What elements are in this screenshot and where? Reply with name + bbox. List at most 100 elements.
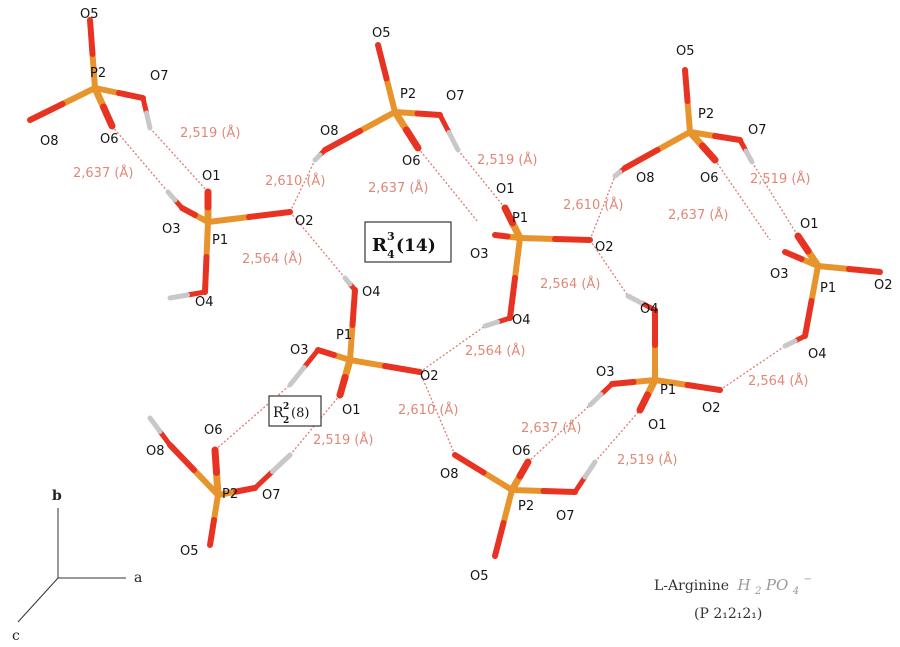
atom-label-o8: O8 <box>146 444 165 459</box>
atom-label-p2: P2 <box>400 87 416 102</box>
atom-label-o5: O5 <box>470 569 489 584</box>
atom-label-o2: O2 <box>295 214 314 229</box>
p2-o8-bond-d-o-half <box>167 442 197 473</box>
p2-o6-bond-d-p-half <box>213 469 222 499</box>
distance-label-o2-o4: 2,564 (Å) <box>748 373 808 389</box>
caption: L-Arginine H 2 PO 4 − (P 2₁2₁2₁) <box>654 574 812 622</box>
atom-label-o7: O7 <box>262 488 281 503</box>
distance-label-o7-o1: 2,519 (Å) <box>477 152 537 168</box>
atom-label-o1: O1 <box>496 182 515 197</box>
p2-o5-bond-b-o-half <box>375 42 390 82</box>
p1-o2-bond-a-p-half <box>205 214 252 225</box>
svg-text:3: 3 <box>387 230 395 243</box>
distance-label-o7-o1: 2,519 (Å) <box>617 452 677 468</box>
o7-h-bond-a-o-half <box>140 95 149 116</box>
p2-o5-bond-e-p-half <box>500 487 515 526</box>
p1-o1-bond-e-o-half <box>636 391 651 414</box>
p2-o7-bond-a-o-half <box>116 90 146 101</box>
svg-text:L-Arginine H 2: L-Arginine H 2 PO 4 − <box>654 574 812 598</box>
distance-label-o7-o1: 2,519 (Å) <box>313 432 373 448</box>
p1-o4-bond-b-o-half <box>507 275 518 321</box>
p1-o4-bond-a-o-half <box>202 254 210 295</box>
distance-label-o2-o4: 2,564 (Å) <box>242 251 302 267</box>
atom-label-o8: O8 <box>440 467 459 482</box>
p2-o8-bond-c-o-half <box>622 147 661 171</box>
p2-o6-bond-a-o-half <box>100 103 116 130</box>
p2-o8-bond-e-p-half <box>480 469 515 493</box>
svg-text:4: 4 <box>387 248 395 261</box>
b-axis-label: b <box>52 488 62 504</box>
distance-label-o8-o2: 2,610 (Å) <box>398 402 458 418</box>
distance-label-o7-o1: 2,519 (Å) <box>180 125 240 141</box>
p1-o2-bond-d-o-half <box>382 363 423 375</box>
atom-label-o2: O2 <box>595 240 614 255</box>
p1-o4-bond-a-p-half <box>203 219 211 260</box>
atom-label-o8: O8 <box>40 134 59 149</box>
p2-o6-bond-b-o-half <box>403 126 422 152</box>
o8-h-bond-d-h-half <box>147 415 163 434</box>
o4-h-bond-a-o-half <box>185 289 208 298</box>
atom-label-o2: O2 <box>874 278 893 293</box>
atom-label-o7: O7 <box>556 509 575 524</box>
p1-o1-bond-d-o-half <box>336 374 349 399</box>
hbond-o2-o8-c <box>419 371 456 456</box>
atom-label-o6: O6 <box>100 132 119 147</box>
atom-label-o1: O1 <box>800 217 819 232</box>
p2-o7-bond-b-o-half <box>414 110 443 118</box>
caption-anion-h: H <box>737 576 752 594</box>
atom-label-o7: O7 <box>748 123 767 138</box>
c-axis-label: c <box>12 628 20 644</box>
c-axis-line <box>17 577 59 623</box>
distance-label-o2-o4: 2,564 (Å) <box>465 343 525 359</box>
o4-h-bond-c-h-half <box>782 338 798 349</box>
o3-h-bond-e-o-half <box>598 381 615 397</box>
atom-label-o3: O3 <box>470 247 489 262</box>
svg-text:R: R <box>273 405 284 421</box>
atom-label-o7: O7 <box>150 69 169 84</box>
hbond-o6-o3-c <box>214 384 291 451</box>
p1-o4-bond-d-p-half <box>347 322 356 363</box>
o7-h-bond-e-h-half <box>582 459 598 480</box>
p2-o7-bond-c-o-half <box>712 133 743 143</box>
distance-label-o6-o3: 2,637 (Å) <box>668 207 728 223</box>
atom-label-o8: O8 <box>320 124 339 139</box>
p2-o8-bond-d-p-half <box>191 467 221 498</box>
atom-label-o2: O2 <box>702 401 721 416</box>
p1-o3-bond-c-o-half <box>782 249 805 262</box>
p1-o1-bond-c-o-half <box>794 232 812 255</box>
covalent-bond-layer <box>27 17 883 559</box>
p1-o2-bond-b-o-half <box>552 236 593 243</box>
atom-label-o8: O8 <box>636 171 655 186</box>
atom-label-p1: P1 <box>660 383 676 398</box>
distance-label-o7-o1: 2,519 (Å) <box>750 171 810 187</box>
svg-text:(14): (14) <box>396 236 436 256</box>
p2-o7-bond-d-o-half <box>233 485 258 495</box>
p1-o2-bond-e-o-half <box>684 382 723 393</box>
atom-label-o4: O4 <box>195 295 214 310</box>
p2-o8-bond-e-o-half <box>452 452 487 476</box>
distance-label-o8-o2: 2,610 (Å) <box>265 173 325 189</box>
p2-o7-bond-e-p-half <box>509 487 547 494</box>
atom-label-p1: P1 <box>336 328 352 343</box>
ring-motif-r22-8: R 2 2 (8) <box>268 395 322 427</box>
atom-label-o6: O6 <box>204 423 223 438</box>
o7-h-bond-e-o-half <box>572 474 588 495</box>
p2-o5-bond-a-p-half <box>89 51 98 91</box>
o3-h-bond-e-h-half <box>587 392 604 408</box>
p2-o7-bond-e-o-half <box>540 488 578 495</box>
p1-o1-bond-b-o-half <box>501 204 516 227</box>
hbond-o2-o4-b <box>589 239 629 297</box>
hbond-o7-o1-b <box>457 149 506 209</box>
atom-label-o5: O5 <box>676 44 695 59</box>
o4-h-bond-a-h-half <box>167 292 190 301</box>
p2-o8-bond-a-o-half <box>27 101 66 123</box>
atom-label-o3: O3 <box>770 267 789 282</box>
p2-o5-bond-d-p-half <box>211 492 221 523</box>
hbond-o7-o1-d <box>751 161 799 237</box>
o8-h-bond-d-o-half <box>157 429 173 448</box>
o3-h-bond-a-h-half <box>165 189 178 203</box>
atom-label-p1: P1 <box>820 281 836 296</box>
p1-o2-bond-e-p-half <box>652 377 691 388</box>
atom-label-o5: O5 <box>372 26 391 41</box>
